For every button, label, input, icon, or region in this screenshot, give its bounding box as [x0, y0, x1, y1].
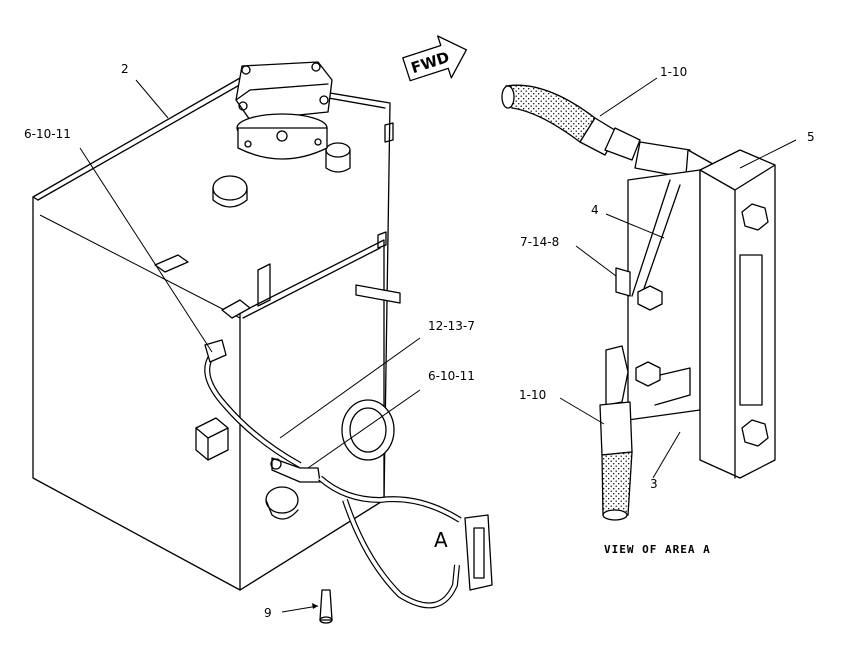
tank-assembly [32, 61, 493, 624]
callout-4: 4 [591, 203, 599, 217]
view-caption: VIEW OF AREA A [604, 543, 711, 556]
callout-5: 5 [807, 130, 815, 144]
callout-1-10-bottom: 1-10 [519, 388, 546, 402]
breather-unit [235, 61, 333, 160]
area-marker-a: A [434, 528, 448, 552]
drain-plug [319, 589, 333, 621]
gauge-window [739, 254, 763, 406]
fwd-arrow: FWD [402, 35, 468, 82]
callout-12-13-7: 12-13-7 [428, 319, 475, 333]
callout-3: 3 [650, 477, 658, 491]
fitting-7-14-8 [615, 267, 631, 297]
bracket-mid [221, 299, 251, 319]
hose-drain [342, 499, 460, 609]
callout-7-14-8: 7-14-8 [520, 235, 559, 249]
leaders-left [79, 79, 421, 613]
callout-6-10-11-top: 6-10-11 [24, 127, 71, 141]
tank-cap [212, 175, 248, 201]
callout-9: 9 [264, 606, 272, 620]
gauge-bolt-top [741, 203, 769, 231]
detail-view-a [501, 84, 776, 521]
callout-2: 2 [121, 62, 129, 76]
fitting-cluster [271, 457, 321, 483]
sight-gauge [699, 149, 776, 479]
lower-hose [601, 451, 633, 516]
bracket-right [355, 284, 401, 304]
fitting-top [204, 339, 227, 363]
gauge-bolt-bottom [741, 419, 769, 447]
callout-6-10-11-mid: 6-10-11 [428, 369, 475, 383]
upper-hose [505, 84, 596, 143]
bracket-left [154, 254, 189, 273]
sight-gauge-small [464, 514, 493, 591]
callout-1-10-top: 1-10 [660, 65, 687, 79]
leaders-right [559, 77, 797, 479]
